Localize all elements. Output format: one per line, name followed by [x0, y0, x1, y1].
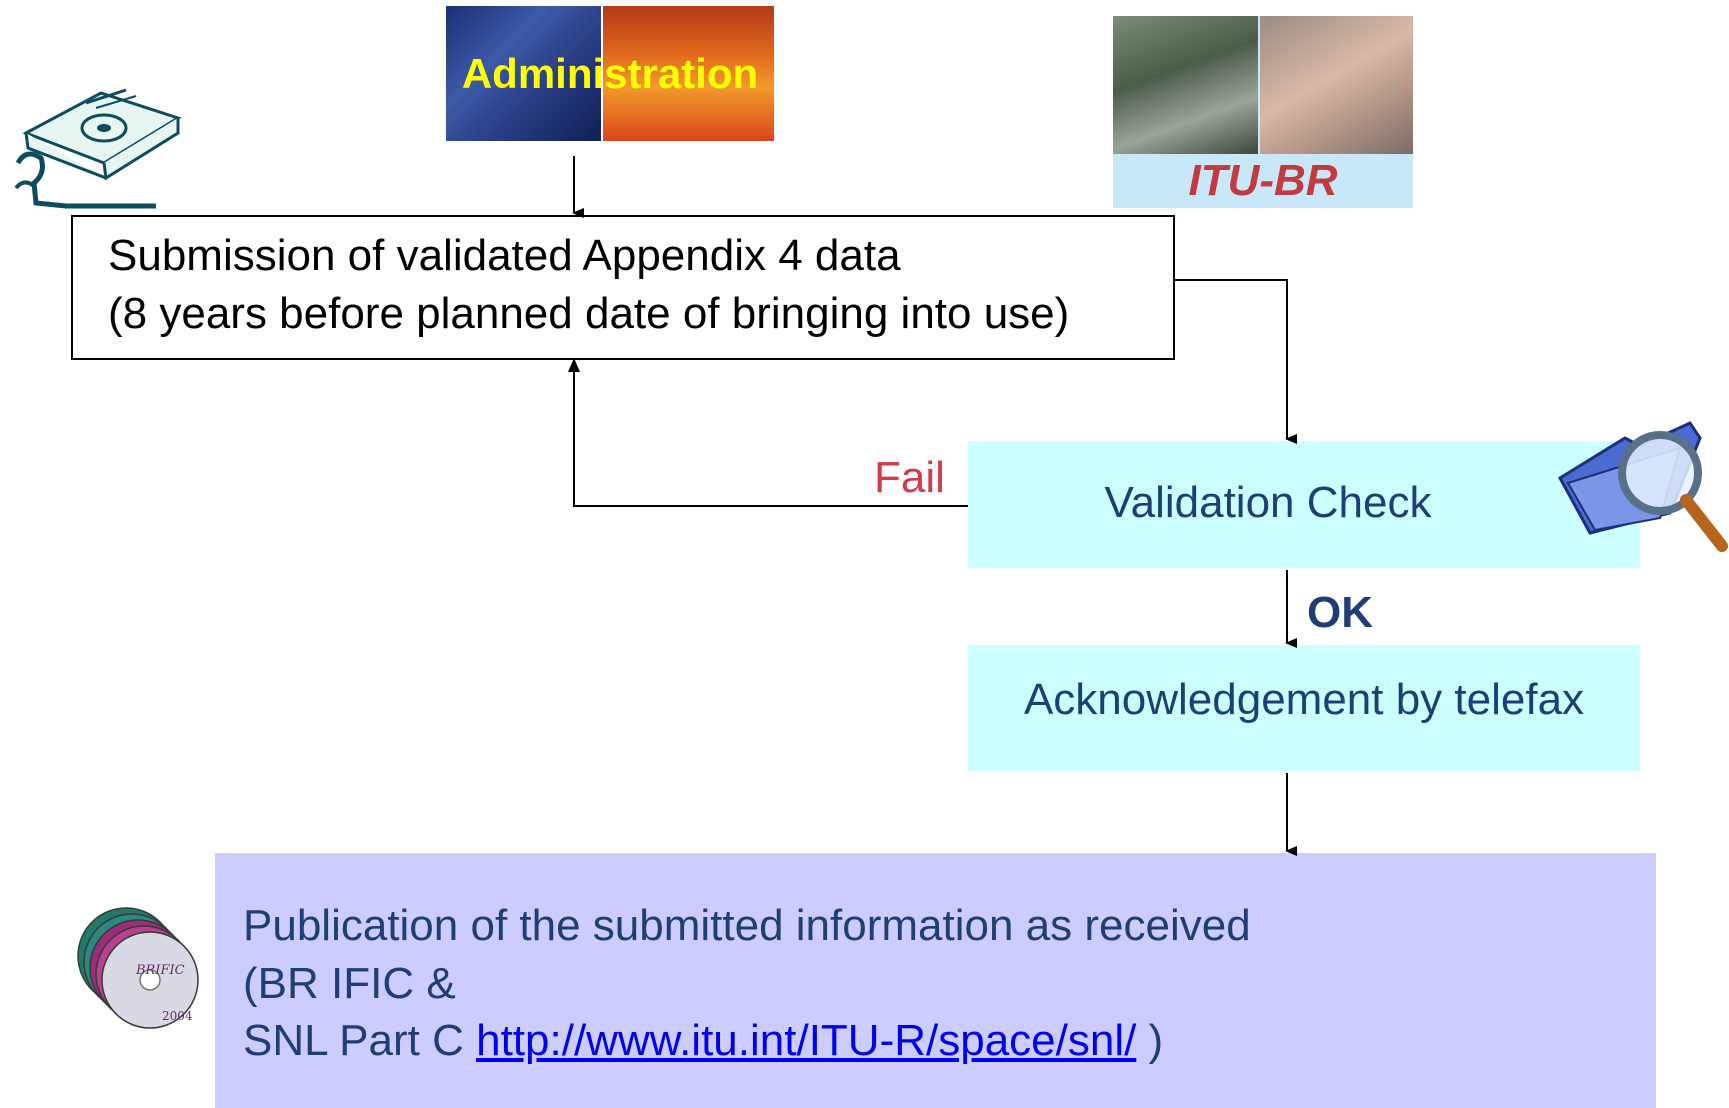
cd-stack-icon: BRIFIC 2004 — [77, 907, 199, 1029]
ok-label: OK — [1307, 588, 1373, 637]
administration-image: Administration — [446, 6, 774, 141]
itu-br-photo-keyboard — [1260, 16, 1413, 154]
arrow-fail-return — [573, 364, 968, 507]
arrow-fail-head — [568, 358, 580, 372]
administration-photo-right — [603, 6, 774, 141]
fail-label: Fail — [874, 453, 945, 502]
cd-year-text: 2004 — [162, 1009, 193, 1023]
itu-br-photo-buildings — [1113, 16, 1258, 154]
publication-text-line-3: SNL Part C http://www.itu.int/ITU-R/spac… — [243, 1016, 1163, 1066]
itu-br-label: ITU-BR — [1188, 156, 1338, 205]
administration-label: Administration — [461, 50, 759, 97]
cd-brand-text: BRIFIC — [135, 963, 185, 978]
acknowledgement-label: Acknowledgement by telefax — [1023, 675, 1585, 724]
administration-photo-left — [446, 6, 601, 141]
folder-magnifier-icon — [1558, 421, 1728, 552]
publication-text-line-1: Publication of the submitted information… — [243, 901, 1251, 950]
validation-check-box: Validation Check — [968, 441, 1640, 568]
submission-box: Submission of validated Appendix 4 data … — [71, 215, 1175, 360]
validation-check-label: Validation Check — [1104, 478, 1432, 527]
publication-line-3-prefix: SNL Part C — [243, 1016, 477, 1065]
snl-link[interactable]: http://www.itu.int/ITU-R/space/snl/ — [476, 1016, 1137, 1065]
acknowledgement-box: Acknowledgement by telefax — [968, 645, 1640, 771]
publication-line-3-suffix: ) — [1136, 1016, 1164, 1065]
submission-text-line-2: (8 years before planned date of bringing… — [108, 289, 1070, 338]
publication-text-line-2: (BR IFIC & — [243, 959, 456, 1008]
arrow-submission-to-validation — [1175, 279, 1297, 444]
floppy-disk-person-icon — [14, 88, 182, 209]
submission-text-line-1: Submission of validated Appendix 4 data — [108, 231, 901, 280]
itu-br-image: ITU-BR — [1113, 16, 1413, 208]
publication-box: Publication of the submitted information… — [215, 853, 1656, 1108]
